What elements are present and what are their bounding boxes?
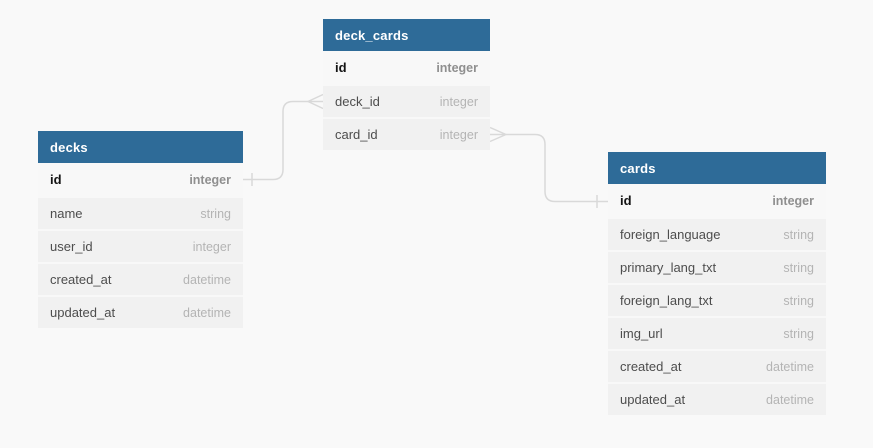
field-row-deck_id: deck_id integer [323,84,490,117]
relationship-line [243,100,308,181]
field-row-name: name string [38,196,243,229]
relationship-decks-deck_cards [243,93,324,186]
field-type: datetime [766,359,814,374]
table-title: deck_cards [335,27,409,43]
field-name: created_at [50,272,112,287]
field-name: updated_at [50,305,116,320]
field-type: string [783,227,814,242]
field-type: integer [189,172,231,187]
table-header[interactable]: decks [38,131,243,163]
field-name: created_at [620,359,682,374]
field-row-foreign_language: foreign_language string [608,217,826,250]
field-name: primary_lang_txt [620,260,717,275]
relationship-line [506,133,608,203]
cardinality-many-crowsfoot [489,126,507,143]
field-type: datetime [183,305,231,320]
field-name: id [620,193,632,208]
field-row-foreign_lang_txt: foreign_lang_txt string [608,283,826,316]
table-decks[interactable]: decks id integer name string user_id integer cr… [38,131,243,328]
field-row-updated_at: updated_at datetime [608,382,826,415]
field-type: datetime [183,272,231,287]
field-type: string [783,260,814,275]
relationship-cards-deck_cards [489,126,608,208]
field-type: integer [439,94,478,109]
field-name: updated_at [620,392,686,407]
field-type: string [783,293,814,308]
table-title: cards [620,160,656,176]
table-header[interactable]: cards [608,152,826,184]
field-row-created_at: created_at datetime [608,349,826,382]
field-type: string [783,326,814,341]
field-type: integer [192,239,231,254]
field-row-updated_at: updated_at datetime [38,295,243,328]
table-header[interactable]: deck_cards [323,19,490,51]
field-name: id [50,172,62,187]
field-row-id: id integer [38,163,243,196]
field-row-primary_lang_txt: primary_lang_txt string [608,250,826,283]
field-name: img_url [620,326,663,341]
cardinality-many-crowsfoot [307,93,324,110]
field-name: foreign_language [620,227,721,242]
field-type: integer [772,193,814,208]
field-name: user_id [50,239,93,254]
table-title: decks [50,139,88,155]
field-name: name [50,206,83,221]
field-name: card_id [335,127,378,142]
field-type: integer [436,60,478,75]
field-name: foreign_lang_txt [620,293,713,308]
field-type: string [200,206,231,221]
field-type: datetime [766,392,814,407]
field-row-id: id integer [323,51,490,84]
field-type: integer [439,127,478,142]
field-row-card_id: card_id integer [323,117,490,150]
field-name: id [335,60,347,75]
field-name: deck_id [335,94,380,109]
field-row-img_url: img_url string [608,316,826,349]
field-row-user_id: user_id integer [38,229,243,262]
field-row-created_at: created_at datetime [38,262,243,295]
field-row-id: id integer [608,184,826,217]
